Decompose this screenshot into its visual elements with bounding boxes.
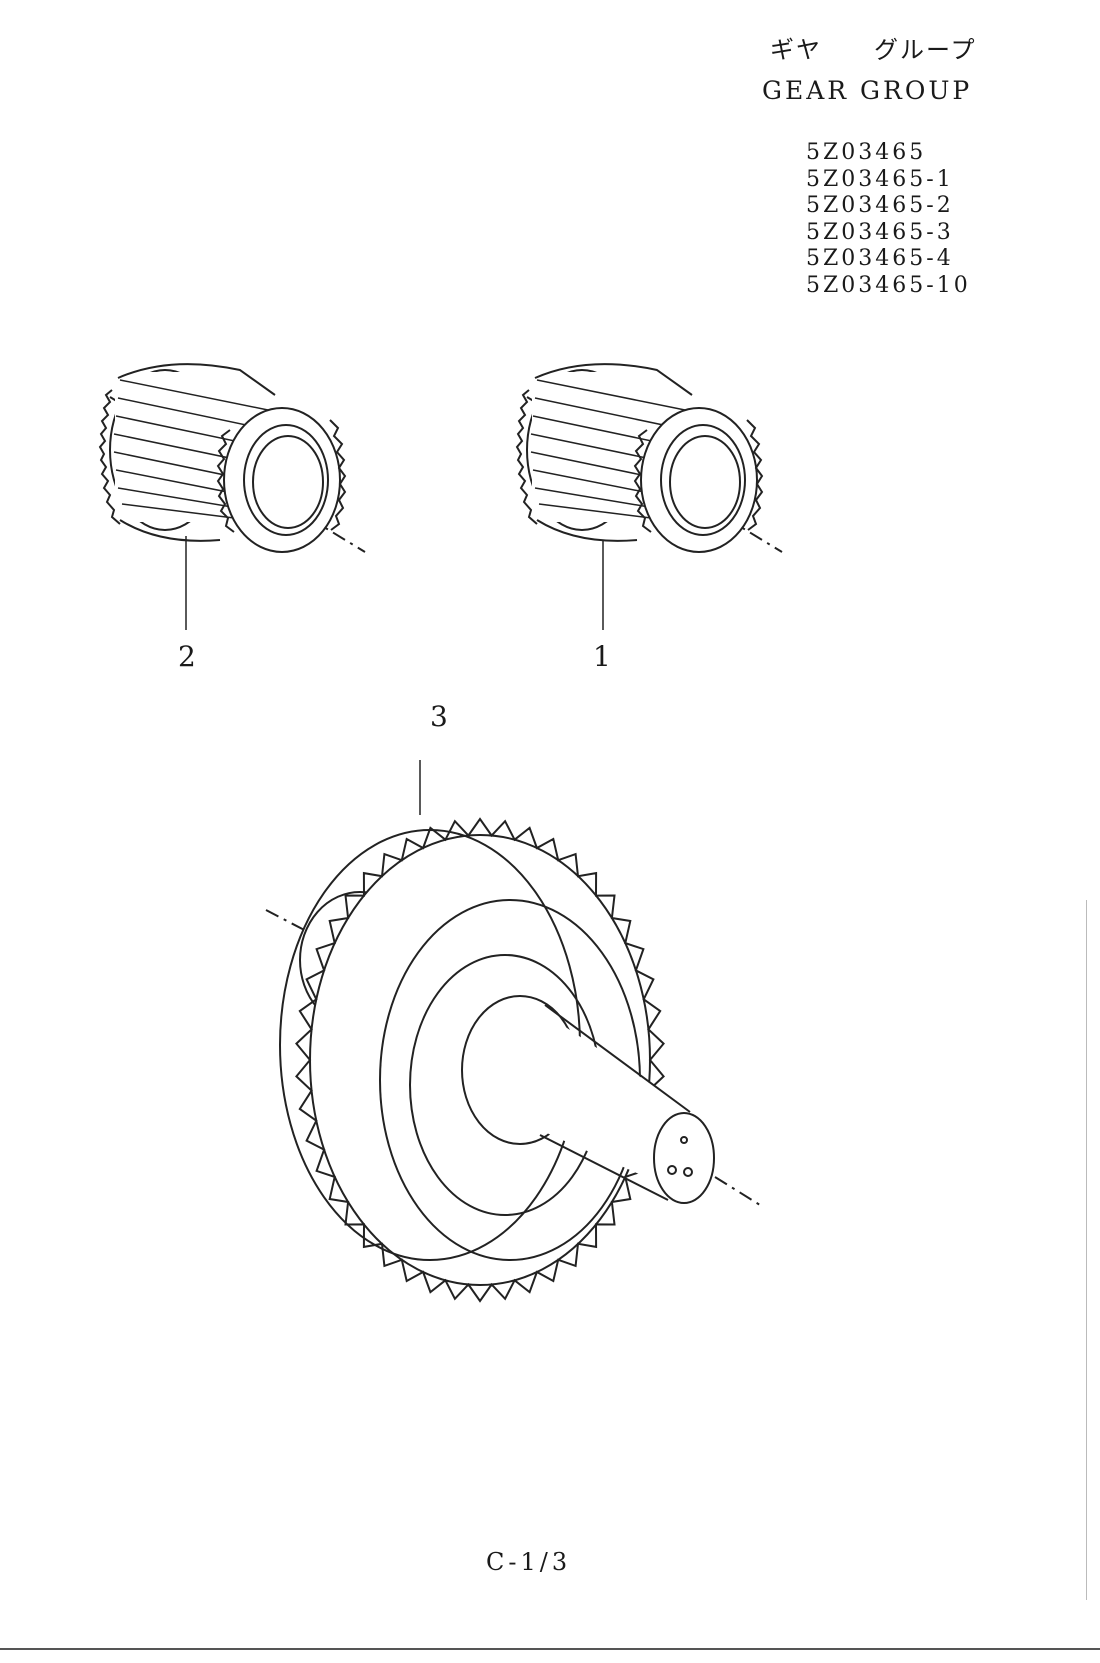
- callout-part-3: 3: [430, 700, 448, 733]
- callout-part-1: 1: [593, 640, 611, 673]
- callout-part-2: 2: [178, 640, 196, 673]
- gear-part-1-illustration: [515, 363, 783, 630]
- model-number: 5Z03465: [806, 140, 927, 165]
- page-title: GEAR GROUP: [762, 76, 973, 105]
- model-number: 5Z03465-4: [806, 246, 954, 271]
- model-number: 5Z03465-2: [806, 193, 954, 218]
- model-number: 5Z03465-3: [806, 219, 954, 245]
- gear-part-3-illustration: [265, 760, 761, 1303]
- page-number: C-1/3: [486, 1548, 572, 1576]
- model-number: 5Z03465-1: [806, 166, 954, 192]
- gear-part-2-illustration: [98, 363, 366, 630]
- model-number: 5Z03465-10: [806, 272, 971, 298]
- scan-edge-line: [1086, 900, 1087, 1600]
- model-number-list: 5Z03465 5Z03465-1 5Z03465-2 5Z03465-3 5Z…: [806, 140, 971, 299]
- page-title-japanese: ギヤ グループ: [770, 36, 977, 64]
- bottom-border-line: [0, 1648, 1100, 1650]
